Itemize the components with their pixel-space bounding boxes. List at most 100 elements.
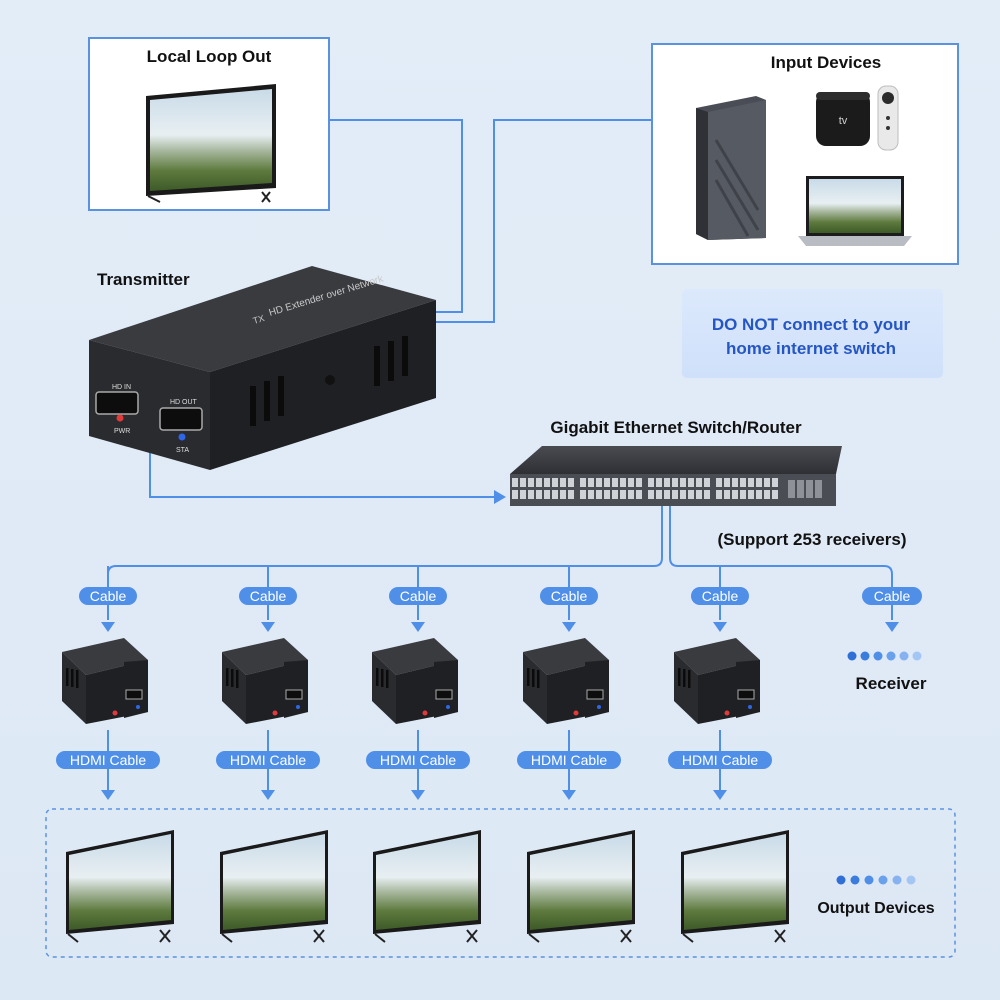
sta-led [136, 705, 140, 709]
hdmi-cable-label: HDMI Cable [531, 752, 607, 768]
input-devices-box: Input Devices tv [651, 43, 959, 265]
warning-box: DO NOT connect to your home internet swi… [682, 289, 943, 378]
ellipsis-dot [886, 651, 896, 661]
switch-port [680, 490, 686, 499]
switch-port [732, 490, 738, 499]
tx-to-switch-line [149, 447, 494, 498]
cable-arrow [411, 622, 425, 632]
output-tv-icon [681, 830, 789, 943]
remote-control-icon [877, 85, 899, 151]
cable-arrow [261, 622, 275, 632]
sfp-port [806, 480, 813, 498]
switch-port [596, 490, 602, 499]
tx-to-switch-arrow [494, 490, 506, 504]
vent [71, 669, 74, 687]
receiver-dots [847, 651, 922, 661]
switch-port [672, 478, 678, 487]
receiver-placeholder: Cable Receiver [847, 587, 927, 693]
receiver-device [62, 638, 148, 724]
switch-port [568, 490, 574, 499]
switch-port [648, 490, 654, 499]
local-loop-title: Local Loop Out [147, 47, 272, 66]
sta-led [296, 705, 300, 709]
transmitter-badge: TX [252, 313, 266, 326]
switch-port [612, 490, 618, 499]
ellipsis-dot [873, 651, 883, 661]
ethernet-switch: Gigabit Ethernet Switch/Router (Support … [510, 418, 906, 549]
output-tv-icon [66, 830, 174, 943]
switch-port [656, 478, 662, 487]
switch-port [596, 478, 602, 487]
local-loop-out-box: Local Loop Out [88, 37, 330, 211]
output-devices-area [45, 808, 956, 958]
switch-port [620, 490, 626, 499]
receiver-device [674, 638, 760, 724]
switch-port [740, 490, 746, 499]
switch-port [696, 490, 702, 499]
ellipsis-dot [850, 875, 860, 885]
vent [76, 670, 79, 688]
cable-label-pill [239, 587, 297, 605]
pwr-led [112, 710, 118, 716]
hdmi-arrow [261, 790, 275, 800]
receiver-device [222, 638, 308, 724]
vent [66, 668, 69, 686]
hdmi-label-pill [668, 751, 772, 769]
receiver-label: Receiver [856, 674, 927, 693]
hdmi-cable-label: HDMI Cable [70, 752, 146, 768]
hdmi-label-pill [56, 751, 160, 769]
vent [381, 669, 384, 687]
switch-port [724, 478, 730, 487]
sfp-port [797, 480, 804, 498]
switch-port-grid [512, 478, 822, 499]
loop-out-line [329, 119, 463, 313]
output-tv-icon [373, 830, 481, 943]
switch-port [552, 478, 558, 487]
hdmi-arrow [101, 790, 115, 800]
hd-out-port [159, 407, 203, 431]
vent [532, 669, 535, 687]
vent [250, 386, 256, 426]
switch-port [568, 478, 574, 487]
output-dots [836, 875, 916, 885]
sta-label: STA [176, 447, 189, 454]
sta-led [748, 705, 752, 709]
transmitter-device: Transmitter HD Extender over Network TX … [89, 266, 436, 470]
switch-port [620, 478, 626, 487]
cable-label-pill [389, 587, 447, 605]
ellipsis-dot [892, 875, 902, 885]
switch-port [544, 478, 550, 487]
vent [402, 336, 408, 376]
switch-port [688, 478, 694, 487]
switch-port [512, 490, 518, 499]
switch-support-text: (Support 253 receivers) [718, 530, 907, 549]
cable-label: Cable [874, 588, 911, 604]
switch-port [528, 478, 534, 487]
switch-port [756, 478, 762, 487]
cable-label: Cable [90, 588, 127, 604]
cable-label-pill [691, 587, 749, 605]
transmitter-side [210, 300, 436, 470]
switch-port [764, 490, 770, 499]
vent [527, 668, 530, 686]
hdmi-port [737, 689, 755, 700]
apple-tv-mark: tv [839, 115, 848, 127]
switch-title: Gigabit Ethernet Switch/Router [550, 418, 802, 437]
ellipsis-dot [836, 875, 846, 885]
vent [226, 668, 229, 686]
vent [688, 670, 691, 688]
distribution-lines [107, 506, 893, 620]
vent [386, 670, 389, 688]
hdmi-cable-label: HDMI Cable [380, 752, 456, 768]
ellipsis-dot [899, 651, 909, 661]
switch-port [756, 490, 762, 499]
switch-port [764, 478, 770, 487]
switch-port [704, 478, 710, 487]
input-line [434, 119, 652, 323]
hdmi-cable-label: HDMI Cable [682, 752, 758, 768]
switch-port [716, 490, 722, 499]
